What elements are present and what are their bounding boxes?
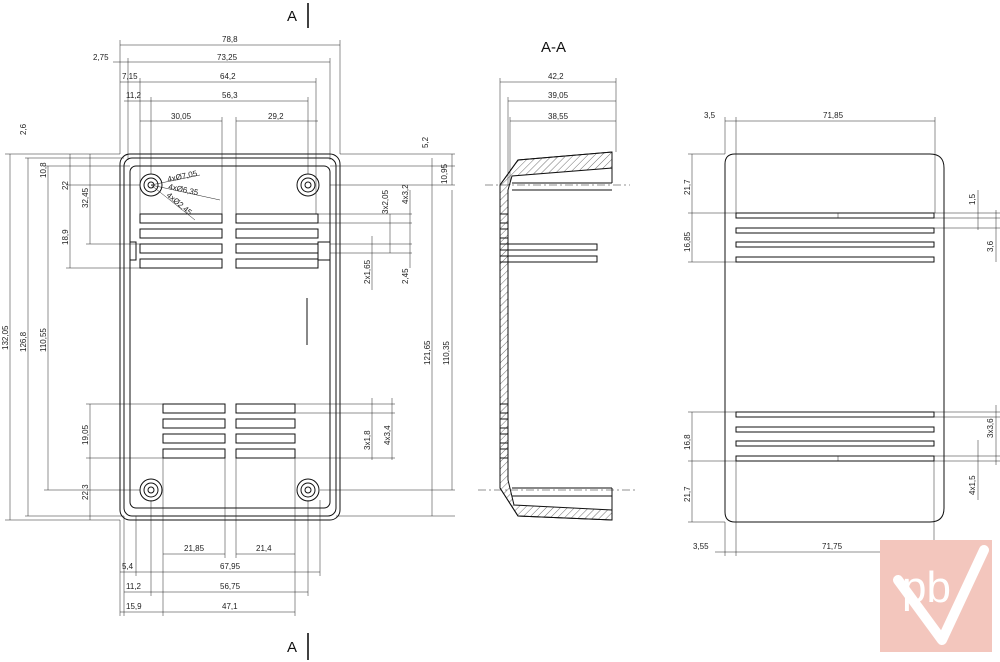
dim-4x3-2: 4x3,2 bbox=[401, 184, 410, 204]
side-bottom-vent-slots bbox=[735, 411, 935, 462]
hole-callouts: 4xØ7,05 4xØ6,35 4xØ2,45 bbox=[150, 169, 221, 221]
side-top-dimensions: 3,5 71,85 bbox=[704, 111, 936, 213]
section-outer-outline bbox=[499, 151, 613, 521]
dim-47-1: 47,1 bbox=[222, 602, 238, 611]
dim-3-6: 3,6 bbox=[986, 240, 995, 252]
dim-71-75: 71,75 bbox=[822, 542, 843, 551]
side-view: 3,5 71,85 21,7 16,85 16,8 21,7 1,5 bbox=[683, 111, 1000, 556]
section-top-dimensions: 42,2 39,05 38,55 bbox=[499, 72, 617, 185]
dim-1-5: 1,5 bbox=[968, 193, 977, 205]
dim-56-3: 56,3 bbox=[222, 91, 238, 100]
dim-42-2: 42,2 bbox=[548, 72, 564, 81]
section-label-bottom: A bbox=[287, 639, 297, 656]
side-outline bbox=[724, 153, 945, 523]
section-marker-top: A bbox=[287, 3, 309, 28]
dim-22: 22 bbox=[61, 181, 70, 190]
checkmark-icon bbox=[893, 545, 989, 645]
dim-132-05: 132,05 bbox=[1, 325, 10, 350]
mounting-hole-top-right bbox=[296, 173, 320, 197]
side-right-dimensions: 1,5 3,6 3x3,6 4x1,5 bbox=[934, 190, 1000, 500]
section-marker-bottom: A bbox=[287, 633, 309, 660]
dim-21-85: 21,85 bbox=[184, 544, 205, 553]
dim-19-05: 19,05 bbox=[81, 424, 90, 445]
dim-15-9: 15,9 bbox=[126, 602, 142, 611]
dim-3x3-6: 3x3,6 bbox=[986, 418, 995, 438]
logo-text: pb bbox=[902, 563, 951, 612]
section-vent-ribs bbox=[499, 213, 598, 459]
dim-73-25: 73,25 bbox=[217, 53, 238, 62]
dim-10-95: 10,95 bbox=[440, 163, 449, 184]
section-view-title: A-A bbox=[541, 39, 566, 56]
front-right-dimensions: 5,2 10,95 3x2,05 4x3,2 2x1,65 2,45 121,6… bbox=[295, 136, 455, 517]
dim-29-2: 29,2 bbox=[268, 112, 284, 121]
dim-121-65: 121,65 bbox=[423, 340, 432, 365]
dim-5-2: 5,2 bbox=[421, 136, 430, 148]
dim-7-15: 7,15 bbox=[122, 72, 138, 81]
dim-110-55: 110,55 bbox=[39, 328, 48, 352]
dim-110-35: 110,35 bbox=[442, 341, 451, 365]
dim-11-2-bottom: 11,2 bbox=[126, 582, 142, 591]
pb-logo: pb bbox=[880, 540, 992, 652]
dim-126-8: 126,8 bbox=[19, 331, 28, 352]
front-left-dimensions: 132,05 126,8 2,6 110,55 10,8 22 18,9 32,… bbox=[1, 123, 163, 521]
front-view: 78,8 2,75 73,25 7,15 64,2 11,2 56,3 30,0… bbox=[1, 35, 455, 616]
section-hatched-wall bbox=[499, 151, 613, 521]
dim-21-4: 21,4 bbox=[256, 544, 272, 553]
section-label-top: A bbox=[287, 8, 297, 25]
mounting-hole-bottom-right bbox=[296, 478, 320, 502]
front-top-dimensions: 78,8 2,75 73,25 7,15 64,2 11,2 56,3 30,0… bbox=[93, 35, 341, 214]
dim-39-05: 39,05 bbox=[548, 91, 569, 100]
dim-16-8: 16,8 bbox=[683, 434, 692, 450]
dim-3-55: 3,55 bbox=[693, 542, 709, 551]
dim-67-95: 67,95 bbox=[220, 562, 241, 571]
mounting-hole-bottom-left bbox=[139, 478, 163, 502]
front-inner-outline bbox=[129, 165, 331, 509]
dim-64-2: 64,2 bbox=[220, 72, 236, 81]
section-view: 42,2 39,05 38,55 bbox=[478, 72, 636, 521]
front-bottom-vent-slots bbox=[162, 403, 296, 459]
dim-4x3-4: 4x3,4 bbox=[383, 425, 392, 445]
dim-4x1-5: 4x1,5 bbox=[968, 475, 977, 495]
dim-2-75: 2,75 bbox=[93, 53, 109, 62]
dim-71-85: 71,85 bbox=[823, 111, 844, 120]
dim-11-2-top: 11,2 bbox=[126, 91, 142, 100]
dim-2-6: 2,6 bbox=[19, 123, 28, 135]
dim-18-9: 18,9 bbox=[61, 229, 70, 245]
dim-5-4: 5,4 bbox=[122, 562, 134, 571]
dim-3x1-8: 3x1,8 bbox=[363, 430, 372, 450]
front-outer-outline bbox=[119, 153, 341, 521]
front-top-vent-slots bbox=[129, 213, 331, 269]
dim-38-55: 38,55 bbox=[548, 112, 569, 121]
dim-16-85: 16,85 bbox=[683, 231, 692, 252]
dim-10-8: 10,8 bbox=[39, 162, 48, 178]
side-top-vent-slots bbox=[735, 212, 935, 263]
dim-56-75: 56,75 bbox=[220, 582, 241, 591]
front-bottom-dimensions: 21,85 21,4 5,4 67,95 11,2 56,75 15,9 47,… bbox=[119, 458, 321, 616]
side-left-dimensions: 21,7 16,85 16,8 21,7 bbox=[683, 153, 736, 523]
dim-30-05: 30,05 bbox=[171, 112, 192, 121]
dim-78-8: 78,8 bbox=[222, 35, 238, 44]
dim-22-3: 22,3 bbox=[81, 484, 90, 500]
dim-3-5: 3,5 bbox=[704, 111, 716, 120]
dim-3x2-05: 3x2,05 bbox=[381, 189, 390, 214]
dim-2x1-65: 2x1,65 bbox=[363, 259, 372, 284]
dim-21-7-top: 21,7 bbox=[683, 179, 692, 195]
dim-32-45: 32,45 bbox=[81, 187, 90, 208]
dim-2-45: 2,45 bbox=[401, 268, 410, 284]
front-lip-outline bbox=[123, 157, 337, 517]
dim-21-7-bottom: 21,7 bbox=[683, 486, 692, 502]
